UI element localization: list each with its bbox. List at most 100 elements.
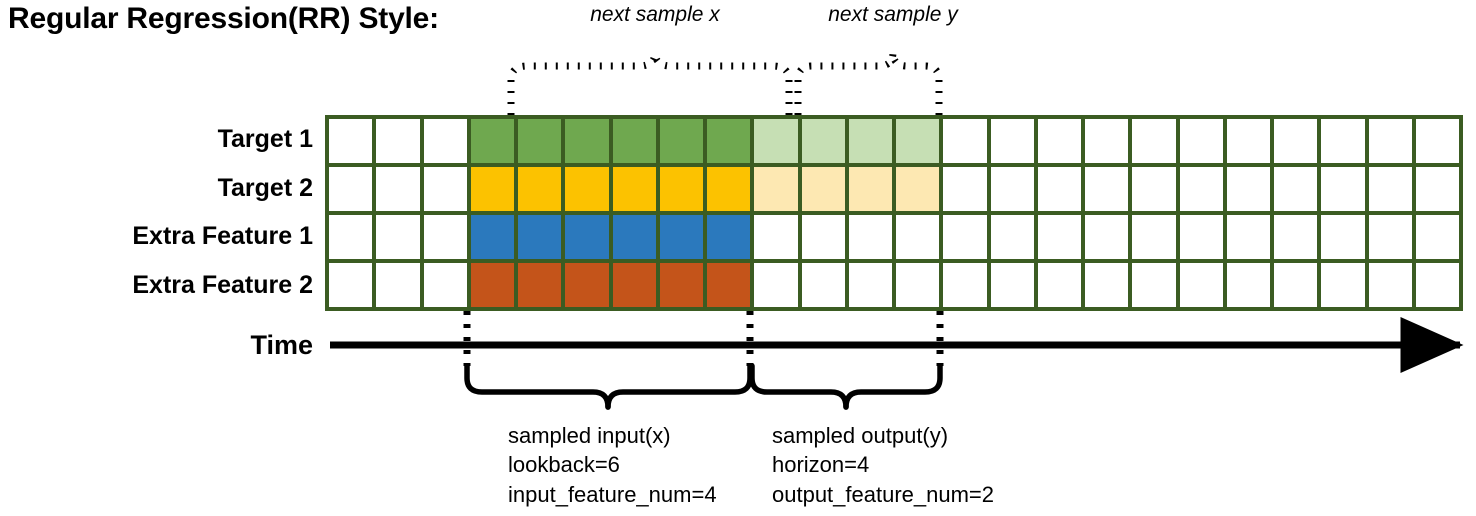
grid-cell-r1-c13-output (896, 119, 940, 163)
grid-cell-r2-c20-blank (1226, 167, 1270, 211)
grid-cell-r2-c4-input (470, 167, 514, 211)
sampled-input-caption: sampled input(x) lookback=6 input_featur… (508, 421, 717, 509)
grid-cell-r2-c18-blank (1132, 167, 1176, 211)
grid-cell-r4-c18-blank (1132, 263, 1176, 307)
grid-cell-r1-c21-blank (1274, 119, 1318, 163)
grid-cell-r3-c24-blank (1415, 215, 1459, 259)
grid-cell-r2-c6-input (565, 167, 609, 211)
bottom-brace-sampled-input (464, 363, 753, 410)
grid-cell-r2-c3-blank (423, 167, 467, 211)
grid-cell-r3-c9-input (707, 215, 751, 259)
grid-cell-r3-c11-blank (801, 215, 845, 259)
next-sample-y-caption: next sample y (828, 3, 958, 26)
sampled-output-caption: sampled output(y) horizon=4 output_featu… (772, 421, 994, 509)
grid-cell-r3-c10-blank (754, 215, 798, 259)
grid-cell-r1-c20-blank (1226, 119, 1270, 163)
grid-cell-r4-c9-input (707, 263, 751, 307)
grid-cell-r1-c12-output (848, 119, 892, 163)
time-axis-label: Time (0, 325, 313, 365)
row-label-target-2: Target 2 (0, 164, 313, 213)
grid-cell-r2-c9-input (707, 167, 751, 211)
grid-cell-r2-c17-blank (1085, 167, 1129, 211)
bottom-brace-sampled-output (749, 363, 943, 410)
grid-cell-r1-c5-input (518, 119, 562, 163)
grid-cell-r4-c7-input (612, 263, 656, 307)
grid-cell-r4-c21-blank (1274, 263, 1318, 307)
grid-cell-r1-c2-blank (376, 119, 420, 163)
row-label-extra-feature-2: Extra Feature 2 (0, 261, 313, 310)
grid-cell-r2-c22-blank (1321, 167, 1365, 211)
grid-cell-r3-c20-blank (1226, 215, 1270, 259)
grid-cell-r1-c17-blank (1085, 119, 1129, 163)
grid-cell-r3-c6-input (565, 215, 609, 259)
grid-cell-r3-c17-blank (1085, 215, 1129, 259)
grid-cell-r3-c12-blank (848, 215, 892, 259)
grid-cell-r2-c23-blank (1368, 167, 1412, 211)
row-label-text: Target 2 (217, 173, 313, 202)
grid-cell-r2-c11-output (801, 167, 845, 211)
grid-cell-r3-c2-blank (376, 215, 420, 259)
grid-cell-r2-c16-blank (1037, 167, 1081, 211)
row-label-text: Extra Feature 2 (132, 271, 313, 300)
grid-cell-r4-c5-input (518, 263, 562, 307)
grid-cell-r1-c16-blank (1037, 119, 1081, 163)
grid-cell-r4-c6-input (565, 263, 609, 307)
grid-cell-r2-c8-input (659, 167, 703, 211)
row-label-target-1: Target 1 (0, 115, 313, 164)
grid-cell-r3-c5-input (518, 215, 562, 259)
grid-cell-r4-c2-blank (376, 263, 420, 307)
grid-cell-r3-c4-input (470, 215, 514, 259)
grid-cell-r4-c11-blank (801, 263, 845, 307)
grid-cell-r2-c14-blank (943, 167, 987, 211)
grid-cell-r3-c15-blank (990, 215, 1034, 259)
grid-cell-r3-c19-blank (1179, 215, 1223, 259)
grid-cell-r1-c1-blank (329, 119, 373, 163)
grid-cell-r3-c7-input (612, 215, 656, 259)
grid-cell-r3-c23-blank (1368, 215, 1412, 259)
grid-cell-r1-c22-blank (1321, 119, 1365, 163)
grid-cell-r2-c15-blank (990, 167, 1034, 211)
grid-cell-r4-c15-blank (990, 263, 1034, 307)
sampled-output-line-2: horizon=4 (772, 452, 870, 478)
timeseries-grid (325, 115, 1463, 311)
grid-cell-r1-c8-input (659, 119, 703, 163)
grid-cell-r4-c20-blank (1226, 263, 1270, 307)
row-label-extra-feature-1: Extra Feature 1 (0, 213, 313, 262)
grid-cell-r4-c24-blank (1415, 263, 1459, 307)
next-sample-x-caption: next sample x (590, 3, 720, 26)
grid-cell-r2-c24-blank (1415, 167, 1459, 211)
grid-cell-r1-c7-input (612, 119, 656, 163)
grid-cell-r1-c24-blank (1415, 119, 1459, 163)
grid-cell-r2-c21-blank (1274, 167, 1318, 211)
grid-cell-r4-c23-blank (1368, 263, 1412, 307)
grid-cell-r1-c19-blank (1179, 119, 1223, 163)
grid-cell-r4-c4-input (470, 263, 514, 307)
grid-cell-r3-c3-blank (423, 215, 467, 259)
grid-cell-r4-c10-blank (754, 263, 798, 307)
grid-cell-r4-c1-blank (329, 263, 373, 307)
grid-cell-r3-c8-input (659, 215, 703, 259)
grid-cell-r4-c8-input (659, 263, 703, 307)
grid-cell-r2-c1-blank (329, 167, 373, 211)
grid-cell-r4-c12-blank (848, 263, 892, 307)
grid-cell-r4-c17-blank (1085, 263, 1129, 307)
time-axis-label-text: Time (250, 329, 313, 360)
grid-cell-r3-c22-blank (1321, 215, 1365, 259)
grid-cell-r2-c10-output (754, 167, 798, 211)
sampled-input-line-1: sampled input(x) (508, 423, 671, 448)
grid-cell-r1-c23-blank (1368, 119, 1412, 163)
grid-cell-r1-c3-blank (423, 119, 467, 163)
grid-cell-r4-c19-blank (1179, 263, 1223, 307)
grid-cell-r1-c15-blank (990, 119, 1034, 163)
sampled-output-line-1: sampled output(y) (772, 423, 949, 448)
grid-cell-r2-c13-output (896, 167, 940, 211)
sampled-input-line-3: input_feature_num=4 (508, 481, 717, 507)
top-brace-next-sample-x (507, 51, 793, 115)
grid-cell-r3-c21-blank (1274, 215, 1318, 259)
grid-cell-r2-c12-output (848, 167, 892, 211)
grid-cell-r4-c13-blank (896, 263, 940, 307)
grid-cell-r1-c6-input (565, 119, 609, 163)
top-brace-next-sample-y (794, 51, 943, 115)
grid-cell-r3-c1-blank (329, 215, 373, 259)
